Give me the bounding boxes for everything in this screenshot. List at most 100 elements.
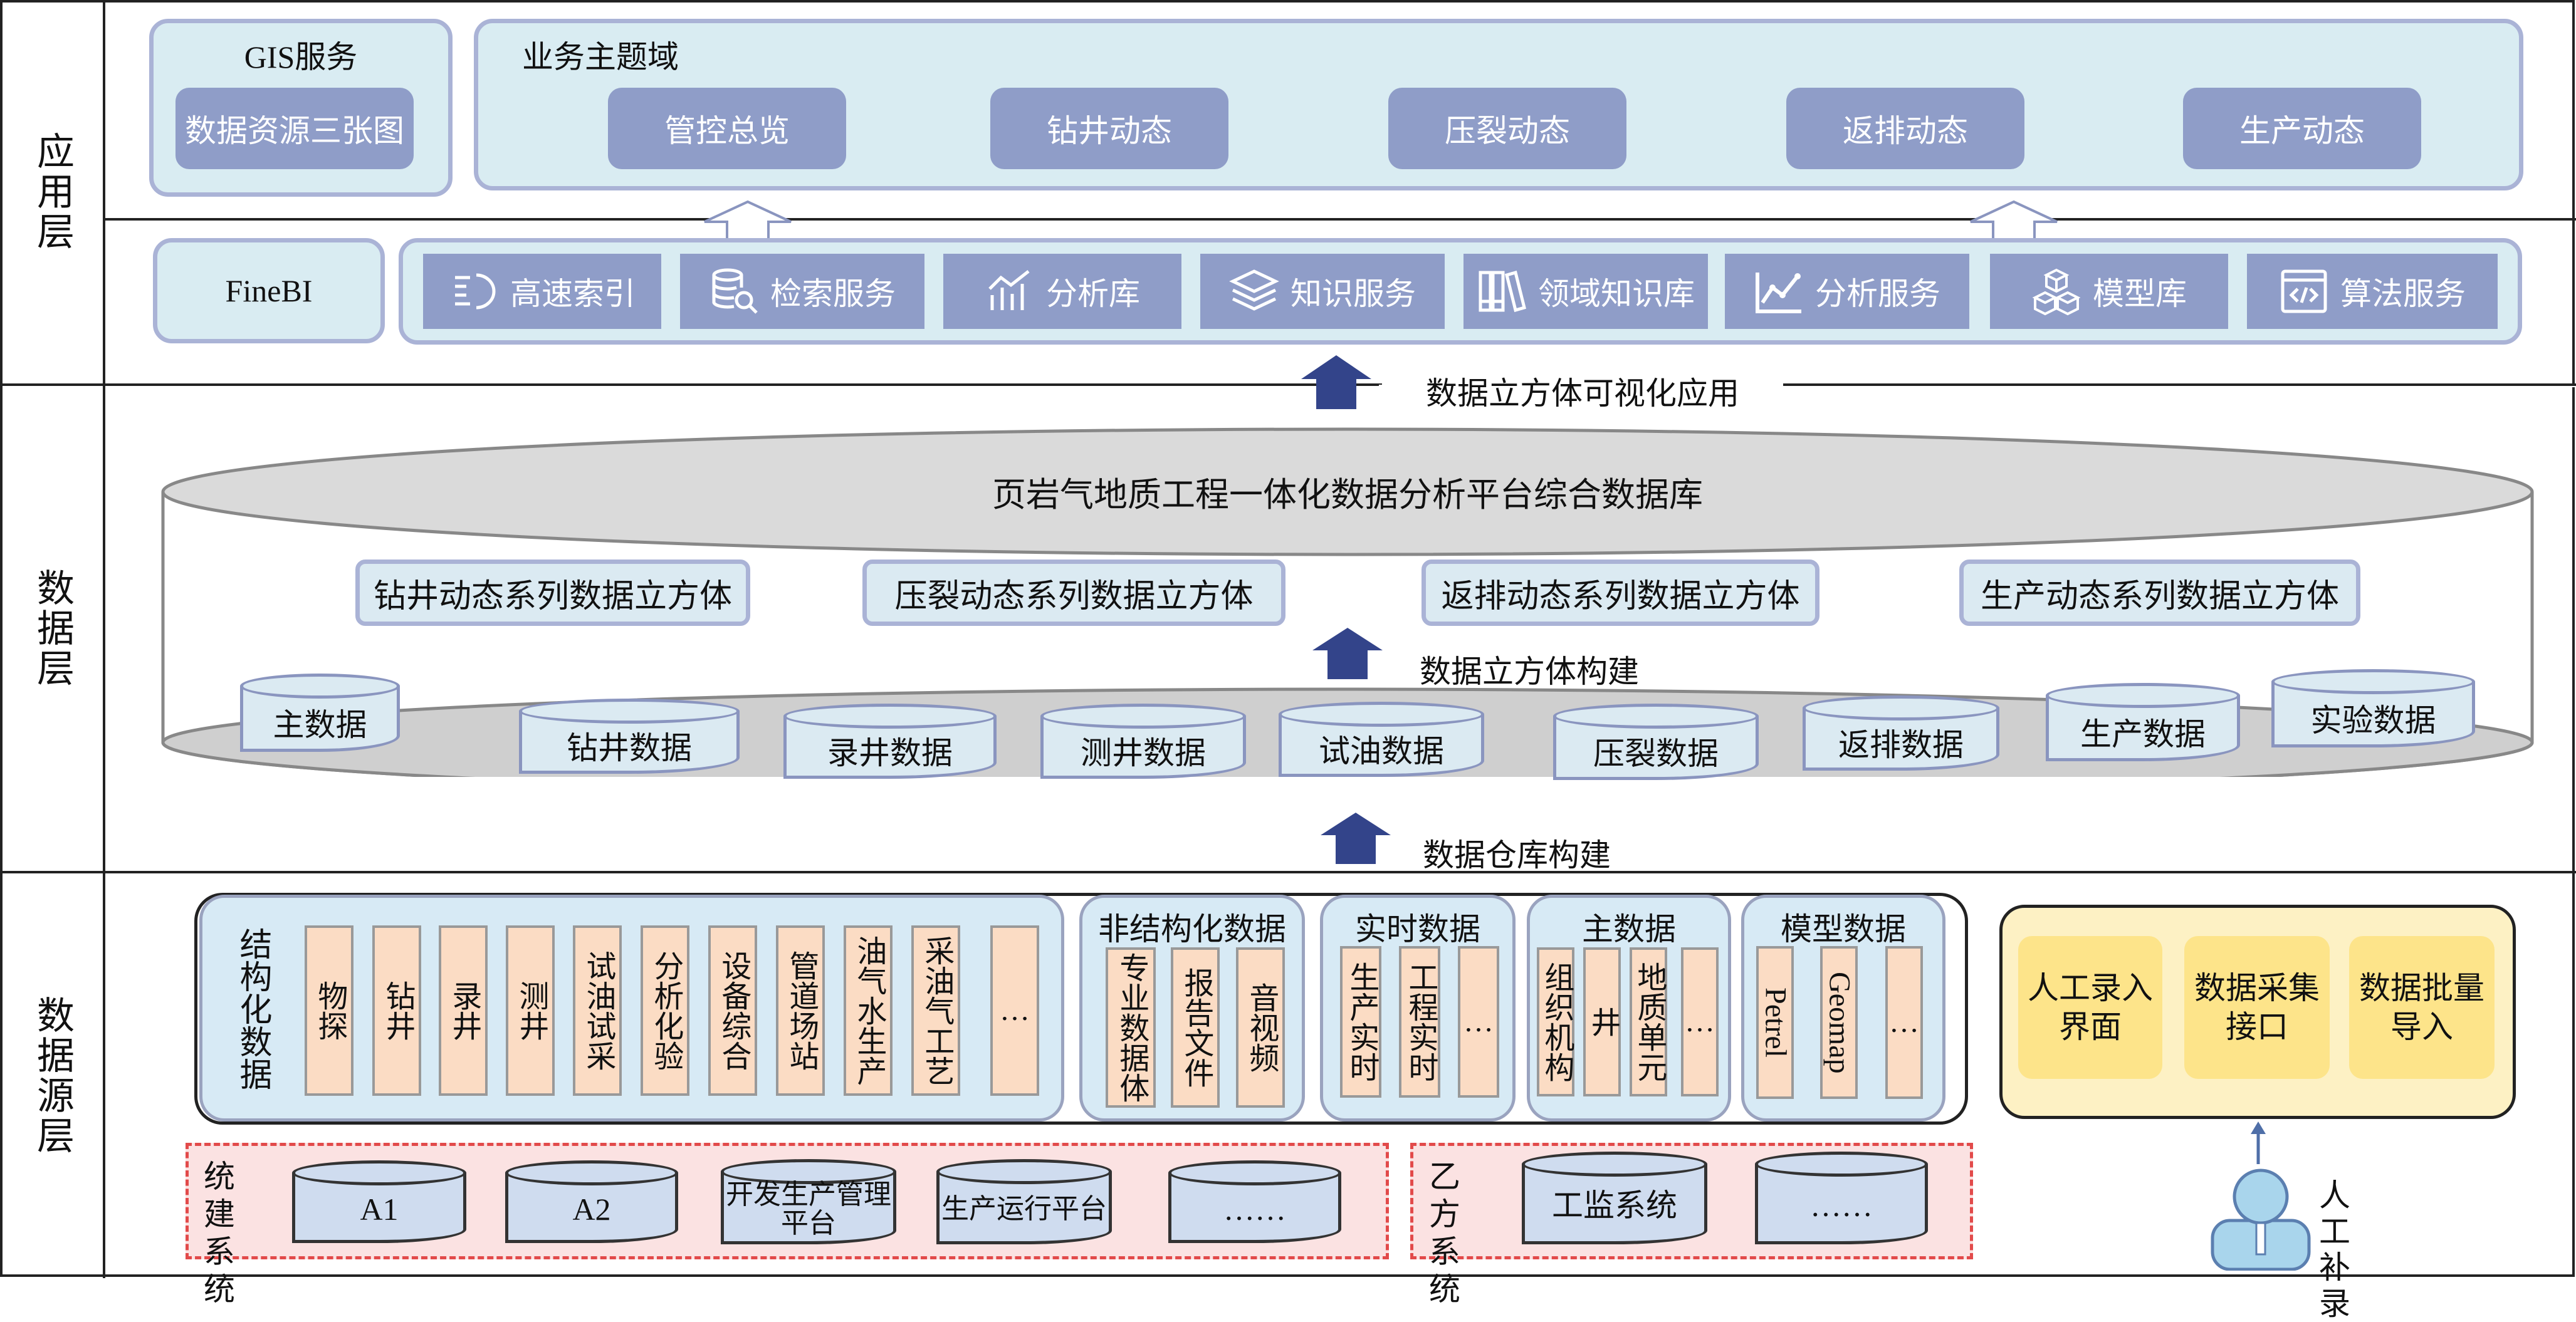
visual-app-label: 数据立方体可视化应用 (1426, 376, 1739, 411)
integrated-database-title: 页岩气地质工程一体化数据分析平台综合数据库 (992, 476, 1703, 514)
service-knowledge-label: 知识服务 (1291, 276, 1416, 311)
bulk-import[interactable]: 数据批量导入 (2349, 936, 2495, 1079)
cylinder-welltest[interactable]: 试油数据 (1279, 702, 1484, 777)
struct-item-mudlogging[interactable]: 录井 (439, 925, 488, 1096)
struct-item-geophysics[interactable]: 物探 (305, 925, 353, 1096)
service-index[interactable]: 高速索引 (423, 254, 661, 329)
service-analysis-lib[interactable]: 分析库 (943, 254, 1181, 329)
books-icon (1477, 266, 1527, 316)
cube-fracturing[interactable]: 压裂动态系列数据立方体 (862, 560, 1285, 626)
layer-divider-vertical (103, 0, 105, 1278)
cylinder-master[interactable]: 主数据 (240, 674, 400, 752)
cylinder-fracturing[interactable]: 压裂数据 (1553, 704, 1759, 780)
outer-frame (0, 0, 2575, 1277)
master-item-geo-unit[interactable]: 地质单元 (1630, 947, 1667, 1096)
service-algorithm-label: 算法服务 (2340, 276, 2466, 311)
model-item-more[interactable]: … (1885, 946, 1923, 1099)
layer-divider-2 (0, 871, 2576, 873)
finebi-box: FineBI (153, 238, 385, 343)
service-algorithm[interactable]: 算法服务 (2247, 254, 2498, 329)
model-item-petrel[interactable]: Petrel (1756, 946, 1794, 1099)
cylinder-drilling[interactable]: 钻井数据 (519, 699, 740, 774)
struct-item-more[interactable]: … (990, 925, 1039, 1096)
person-icon (2211, 1168, 2311, 1271)
cylinder-welllogging[interactable]: 测井数据 (1040, 704, 1246, 779)
cube-build-label: 数据立方体构建 (1420, 654, 1639, 689)
cubes-icon (2031, 266, 2081, 316)
service-index-label: 高速索引 (510, 276, 636, 311)
layer-label-data: 数据层 (31, 568, 73, 689)
gis-service-title: GIS服务 (244, 39, 358, 75)
data-types-container (194, 893, 1968, 1125)
database-search-icon (709, 266, 759, 316)
unstruct-item-reports[interactable]: 报告文件 (1171, 947, 1220, 1108)
realtime-item-engineering[interactable]: 工程实时 (1399, 946, 1440, 1098)
up-arrow-cube (1312, 628, 1383, 679)
layer-label-app: 应用层 (31, 132, 73, 252)
code-window-icon (2279, 266, 2329, 316)
app-inner-divider (103, 218, 2576, 221)
layers-stack-icon (1229, 266, 1279, 316)
system-production-ops-platform[interactable]: 生产运行平台 (936, 1159, 1112, 1244)
business-domain-title: 业务主题域 (522, 39, 679, 75)
service-domain-knowledge[interactable]: 领域知识库 (1463, 254, 1708, 329)
service-search[interactable]: 检索服务 (680, 254, 924, 329)
business-item-fracturing[interactable]: 压裂动态 (1388, 88, 1626, 169)
service-domain-knowledge-label: 领域知识库 (1538, 276, 1695, 311)
cylinder-production[interactable]: 生产数据 (2046, 683, 2240, 761)
system-supervision[interactable]: 工监系统 (1522, 1152, 1707, 1244)
system-dev-production-platform[interactable]: 开发生产管理平台 (721, 1159, 896, 1244)
model-item-geomap[interactable]: Geomap (1820, 946, 1858, 1099)
line-right (1793, 383, 2576, 386)
line-gap (1793, 385, 2576, 387)
index-icon (449, 266, 499, 316)
service-search-label: 检索服务 (770, 276, 896, 311)
struct-item-welllogging[interactable]: 测井 (506, 925, 555, 1096)
partyb-systems-title: 乙方系统 (1429, 1159, 1460, 1307)
business-item-overview[interactable]: 管控总览 (608, 88, 846, 169)
business-item-production[interactable]: 生产动态 (2183, 88, 2421, 169)
visual-label-bg (1382, 376, 1783, 398)
service-model-lib[interactable]: 模型库 (1990, 254, 2228, 329)
realtime-item-more[interactable]: … (1458, 946, 1499, 1098)
service-analytics[interactable]: 分析服务 (1725, 254, 1969, 329)
struct-item-welltest[interactable]: 试油试采 (573, 925, 622, 1096)
line-left (103, 383, 1299, 386)
unstruct-item-av[interactable]: 音视频 (1236, 947, 1285, 1108)
line-chart-icon (1754, 266, 1804, 316)
master-item-org[interactable]: 组织机构 (1537, 947, 1574, 1096)
business-item-drilling[interactable]: 钻井动态 (990, 88, 1228, 169)
service-knowledge[interactable]: 知识服务 (1200, 254, 1445, 329)
manual-supplement-label: 人工补录 (2319, 1178, 2350, 1321)
unstruct-item-dataset[interactable]: 专业数据体 (1106, 947, 1156, 1108)
cylinder-mudlogging[interactable]: 录井数据 (783, 704, 997, 779)
master-item-well[interactable]: 井 (1583, 947, 1621, 1096)
struct-item-equipment[interactable]: 设备综合 (708, 925, 757, 1096)
manual-up-arrow (2251, 1122, 2266, 1164)
struct-item-drilling[interactable]: 钻井 (372, 925, 421, 1096)
data-collection-api[interactable]: 数据采集接口 (2184, 936, 2330, 1079)
manual-entry-ui[interactable]: 人工录入界面 (2018, 936, 2162, 1079)
struct-item-analysis[interactable]: 分析化验 (641, 925, 689, 1096)
system-a2[interactable]: A2 (505, 1160, 678, 1243)
group-master-title: 主数据 (1582, 912, 1676, 947)
cylinder-experiment[interactable]: 实验数据 (2271, 669, 2475, 747)
struct-item-pipeline[interactable]: 管道场站 (776, 925, 825, 1096)
warehouse-build-label: 数据仓库构建 (1423, 838, 1611, 873)
struct-item-recovery-tech[interactable]: 采油气工艺 (911, 925, 960, 1096)
cube-drilling[interactable]: 钻井动态系列数据立方体 (355, 560, 750, 626)
system-more-partyb[interactable]: …… (1755, 1152, 1928, 1244)
resource-maps-button[interactable]: 数据资源三张图 (175, 88, 414, 169)
cube-flowback[interactable]: 返排动态系列数据立方体 (1422, 560, 1819, 626)
up-arrow-visual (1301, 355, 1371, 409)
group-model-title: 模型数据 (1781, 912, 1906, 947)
cube-production[interactable]: 生产动态系列数据立方体 (1959, 560, 2360, 626)
struct-item-oilgaswater[interactable]: 油气水生产 (844, 925, 893, 1096)
cylinder-flowback[interactable]: 返排数据 (1803, 695, 1999, 771)
realtime-item-production[interactable]: 生产实时 (1340, 946, 1381, 1098)
business-item-flowback[interactable]: 返排动态 (1786, 88, 2024, 169)
analysis-chart-icon (985, 266, 1035, 316)
master-item-more[interactable]: … (1681, 947, 1719, 1096)
system-a1[interactable]: A1 (292, 1160, 466, 1243)
system-more-unified[interactable]: …… (1168, 1160, 1341, 1243)
